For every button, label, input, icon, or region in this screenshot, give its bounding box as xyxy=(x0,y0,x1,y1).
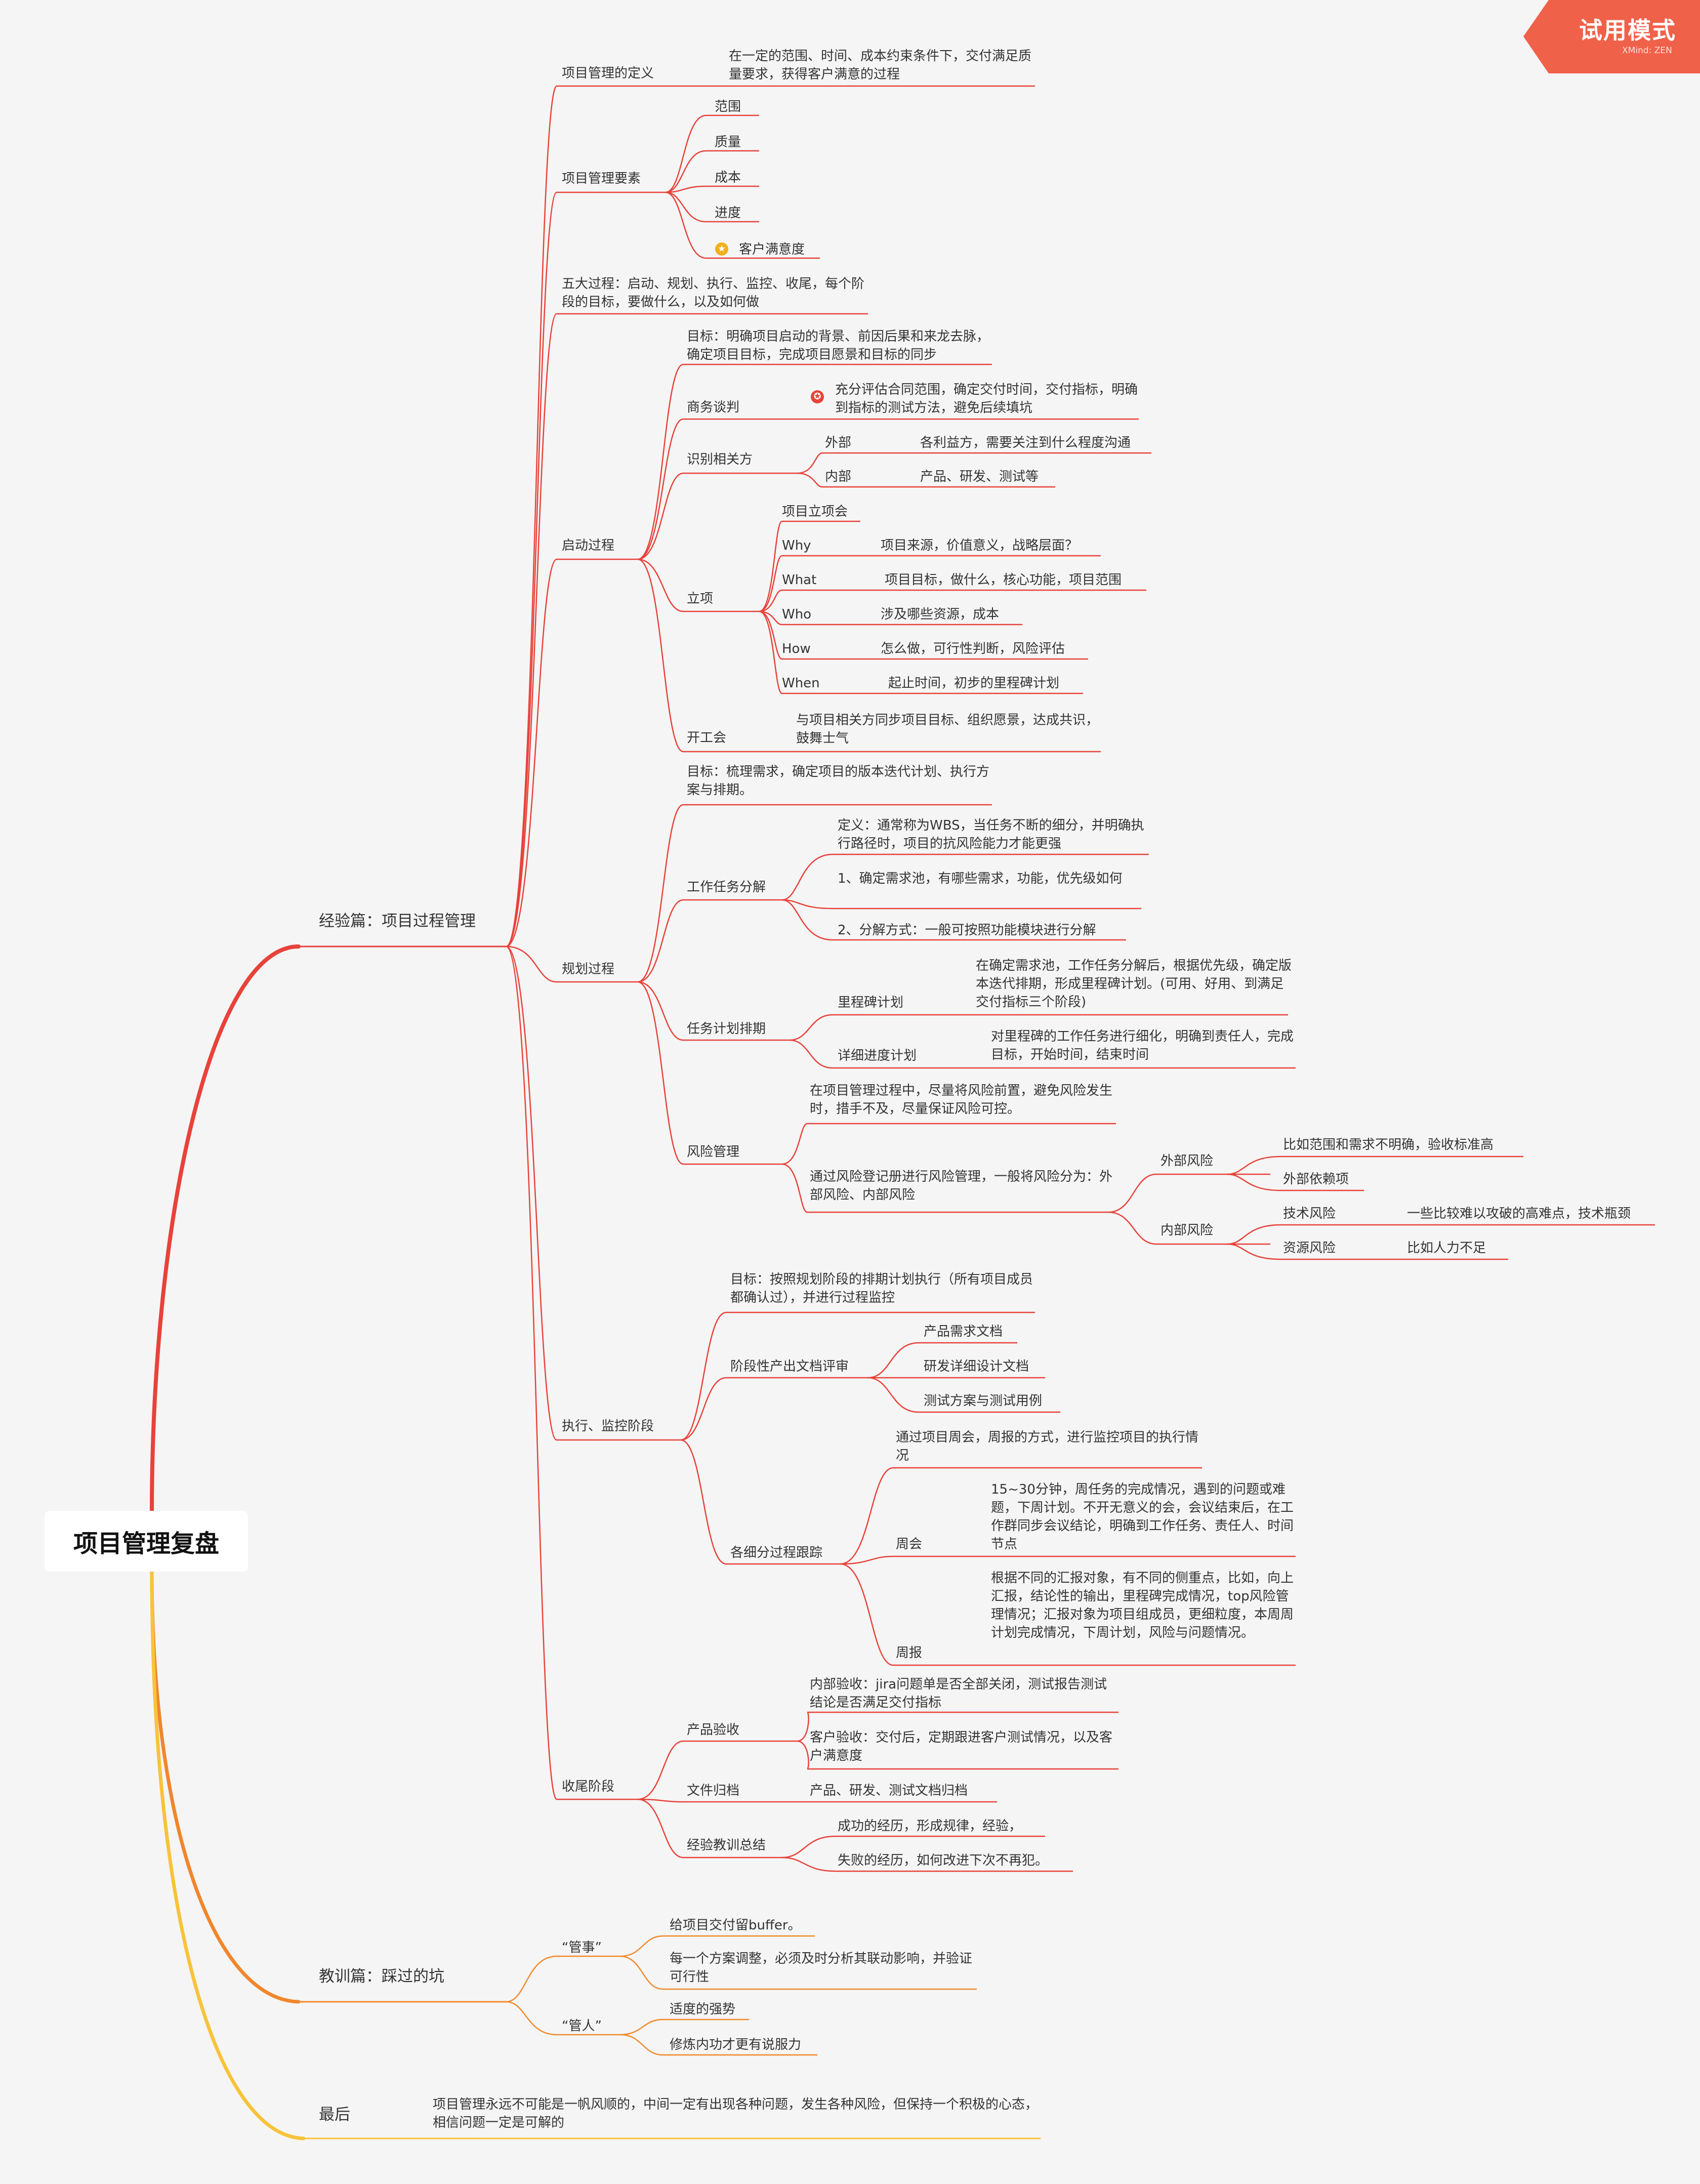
risk-external: 外部风险 xyxy=(1160,1153,1214,1169)
negotiation-text: 充分评估合同范围，确定交付时间，交付指标，明确到指标的测试方法，避免后续填坑 xyxy=(835,382,1138,416)
weekly-report-desc: 根据不同的汇报对象，有不同的侧重点，比如，向上汇报，结论性的输出，里程碑完成情况… xyxy=(991,1571,1294,1640)
risk-register: 通过风险登记册进行风险管理，一般将风险分为：外部风险、内部风险 xyxy=(810,1169,1113,1203)
wbs-label[interactable]: 工作任务分解 xyxy=(687,880,766,895)
negotiation-label[interactable]: 商务谈判 xyxy=(687,400,740,415)
lessons-summary-label[interactable]: 经验教训总结 xyxy=(687,1838,766,1853)
risk-external-1: 比如范围和需求不明确，验收标准高 xyxy=(1283,1137,1494,1152)
topic-finally[interactable]: 最后 xyxy=(319,2106,350,2124)
initiation-goal: 目标：明确项目启动的背景、前因后果和来龙去脉，确定项目目标，完成项目愿景和目标的… xyxy=(687,329,990,362)
milestone-desc: 在确定需求池，工作任务分解后，根据优先级，确定版本迭代排期，形成里程碑计划。(可… xyxy=(976,958,1292,1010)
weekly-report-label: 周报 xyxy=(896,1645,923,1661)
stakeholder-internal-desc: 产品、研发、测试等 xyxy=(920,469,1039,484)
execution-goal: 目标：按照规划阶段的排期计划执行（所有项目成员都确认过），并进行过程监控 xyxy=(730,1272,1033,1305)
element-item: 客户满意度 xyxy=(739,242,805,257)
stakeholder-external: 外部 xyxy=(825,435,852,450)
approval-meeting: 项目立项会 xyxy=(782,504,848,519)
wbs-step2: 2、分解方式：一般可按照功能模块进行分解 xyxy=(838,923,1096,938)
approval-when-desc: 起止时间，初步的里程碑计划 xyxy=(888,676,1060,691)
risk-external-2: 外部依赖项 xyxy=(1283,1172,1349,1187)
manage-things-label[interactable]: “管事” xyxy=(562,1940,602,1955)
approval-what: What xyxy=(782,572,817,588)
tracking-label[interactable]: 各细分过程跟踪 xyxy=(730,1545,823,1560)
detail-schedule-label: 详细进度计划 xyxy=(838,1048,917,1063)
risk-intro: 在项目管理过程中，尽量将风险前置，避免风险发生时，措手不及，尽量保证风险可控。 xyxy=(810,1083,1113,1117)
execution-label[interactable]: 执行、监控阶段 xyxy=(562,1419,654,1434)
stakeholder-internal: 内部 xyxy=(825,469,852,484)
archive-text: 产品、研发、测试文档归档 xyxy=(810,1783,968,1798)
approval-label[interactable]: 立项 xyxy=(687,591,714,606)
lessons-success: 成功的经历，形成规律，经验， xyxy=(838,1819,1022,1834)
risk-internal: 内部风险 xyxy=(1160,1223,1214,1238)
detail-schedule-desc: 对里程碑的工作任务进行细化，明确到责任人，完成目标，开始时间，结束时间 xyxy=(991,1029,1294,1062)
acceptance-customer: 客户验收：交付后，定期跟进客户测试情况，以及客户满意度 xyxy=(810,1730,1113,1763)
acceptance-internal: 内部验收：jira问题单是否全部关闭，测试报告测试结论是否满足交付指标 xyxy=(810,1677,1107,1710)
finally-text: 项目管理永远不可能是一帆风顺的，中间一定有出现各种问题，发生各种风险，但保持一个… xyxy=(433,2097,1039,2130)
definition-label[interactable]: 项目管理的定义 xyxy=(562,66,654,81)
archive-label[interactable]: 文件归档 xyxy=(687,1783,740,1798)
element-item: 成本 xyxy=(715,170,741,185)
trial-mode-badge: 试用模式 XMind: ZEN xyxy=(1523,0,1700,73)
definition-text: 在一定的范围、时间、成本约束条件下，交付满足质量要求，获得客户满意的过程 xyxy=(729,49,1032,82)
approval-who: Who xyxy=(782,607,812,622)
stakeholders-label[interactable]: 识别相关方 xyxy=(687,452,753,467)
doc-item: 产品需求文档 xyxy=(924,1324,1003,1339)
tracking-intro: 通过项目周会，周报的方式，进行监控项目的执行情况 xyxy=(896,1430,1199,1463)
approval-when: When xyxy=(782,676,820,691)
manage-people-a: 适度的强势 xyxy=(670,2002,736,2017)
element-item: 质量 xyxy=(715,135,741,150)
risk-tech-desc: 一些比较难以攻破的高难点，技术瓶颈 xyxy=(1407,1206,1631,1221)
badge-sub: XMind: ZEN xyxy=(1622,46,1672,56)
manage-people-label[interactable]: “管人” xyxy=(562,2018,602,2034)
manage-people-b: 修炼内功才更有说服力 xyxy=(670,2037,802,2052)
approval-how: How xyxy=(782,641,811,656)
approval-who-desc: 涉及哪些资源，成本 xyxy=(881,607,1000,622)
wbs-step1: 1、确定需求池，有哪些需求，功能，优先级如何 xyxy=(838,871,1123,886)
approval-how-desc: 怎么做，可行性判断，风险评估 xyxy=(881,641,1065,656)
element-item: 范围 xyxy=(715,99,741,114)
risk-resource: 资源风险 xyxy=(1283,1241,1336,1256)
risk-tech: 技术风险 xyxy=(1283,1206,1336,1221)
topic-lessons[interactable]: 教训篇：踩过的坑 xyxy=(319,1967,444,1986)
risk-label[interactable]: 风险管理 xyxy=(687,1144,740,1160)
doc-item: 研发详细设计文档 xyxy=(924,1359,1029,1374)
approval-why-desc: 项目来源，价值意义，战略层面？ xyxy=(881,538,1079,553)
topic-experience[interactable]: 经验篇：项目过程管理 xyxy=(319,912,476,930)
mark-icon: ✪ xyxy=(811,390,824,403)
wbs-definition: 定义：通常称为WBS，当任务不断的细分，并明确执行路径时，项目的抗风险能力才能更… xyxy=(838,818,1144,851)
approval-why: Why xyxy=(782,538,811,553)
element-item: 进度 xyxy=(715,205,741,221)
badge-shape xyxy=(1523,0,1700,73)
approval-what-desc: 项目目标，做什么，核心功能，项目范围 xyxy=(885,572,1122,588)
doc-review-label[interactable]: 阶段性产出文档评审 xyxy=(730,1359,849,1374)
root-topic[interactable]: 项目管理复盘 xyxy=(45,1511,248,1572)
weekly-meeting-desc: 15~30分钟，周任务的完成情况，遇到的问题或难题，下周计划。不开无意义的会，会… xyxy=(991,1482,1294,1552)
acceptance-label[interactable]: 产品验收 xyxy=(687,1722,740,1738)
planning-label[interactable]: 规划过程 xyxy=(562,962,615,977)
weekly-meeting-label: 周会 xyxy=(896,1537,923,1552)
star-icon: ★ xyxy=(715,242,728,256)
badge-label: 试用模式 xyxy=(1579,17,1676,44)
schedule-label[interactable]: 任务计划排期 xyxy=(687,1021,766,1037)
doc-item: 测试方案与测试用例 xyxy=(924,1393,1043,1409)
five-processes[interactable]: 五大过程：启动、规划、执行、监控、收尾，每个阶段的目标，要做什么，以及如何做 xyxy=(562,276,865,310)
kickoff-label[interactable]: 开工会 xyxy=(687,730,727,746)
elements-label[interactable]: 项目管理要素 xyxy=(562,171,641,186)
manage-things-b: 每一个方案调整，必须及时分析其联动影响，并验证可行性 xyxy=(670,1951,973,1985)
risk-resource-desc: 比如人力不足 xyxy=(1407,1241,1486,1256)
planning-goal: 目标：梳理需求，确定项目的版本迭代计划、执行方案与排期。 xyxy=(687,764,990,798)
kickoff-text: 与项目相关方同步项目目标、组织愿景，达成共识，鼓舞士气 xyxy=(796,713,1099,746)
milestone-label: 里程碑计划 xyxy=(838,995,904,1010)
initiation-label[interactable]: 启动过程 xyxy=(562,538,615,553)
stakeholder-external-desc: 各利益方，需要关注到什么程度沟通 xyxy=(920,435,1131,450)
manage-things-a: 给项目交付留buffer。 xyxy=(670,1918,801,1933)
lessons-failure: 失败的经历，如何改进下次不再犯。 xyxy=(838,1853,1049,1868)
closing-label[interactable]: 收尾阶段 xyxy=(562,1779,615,1794)
